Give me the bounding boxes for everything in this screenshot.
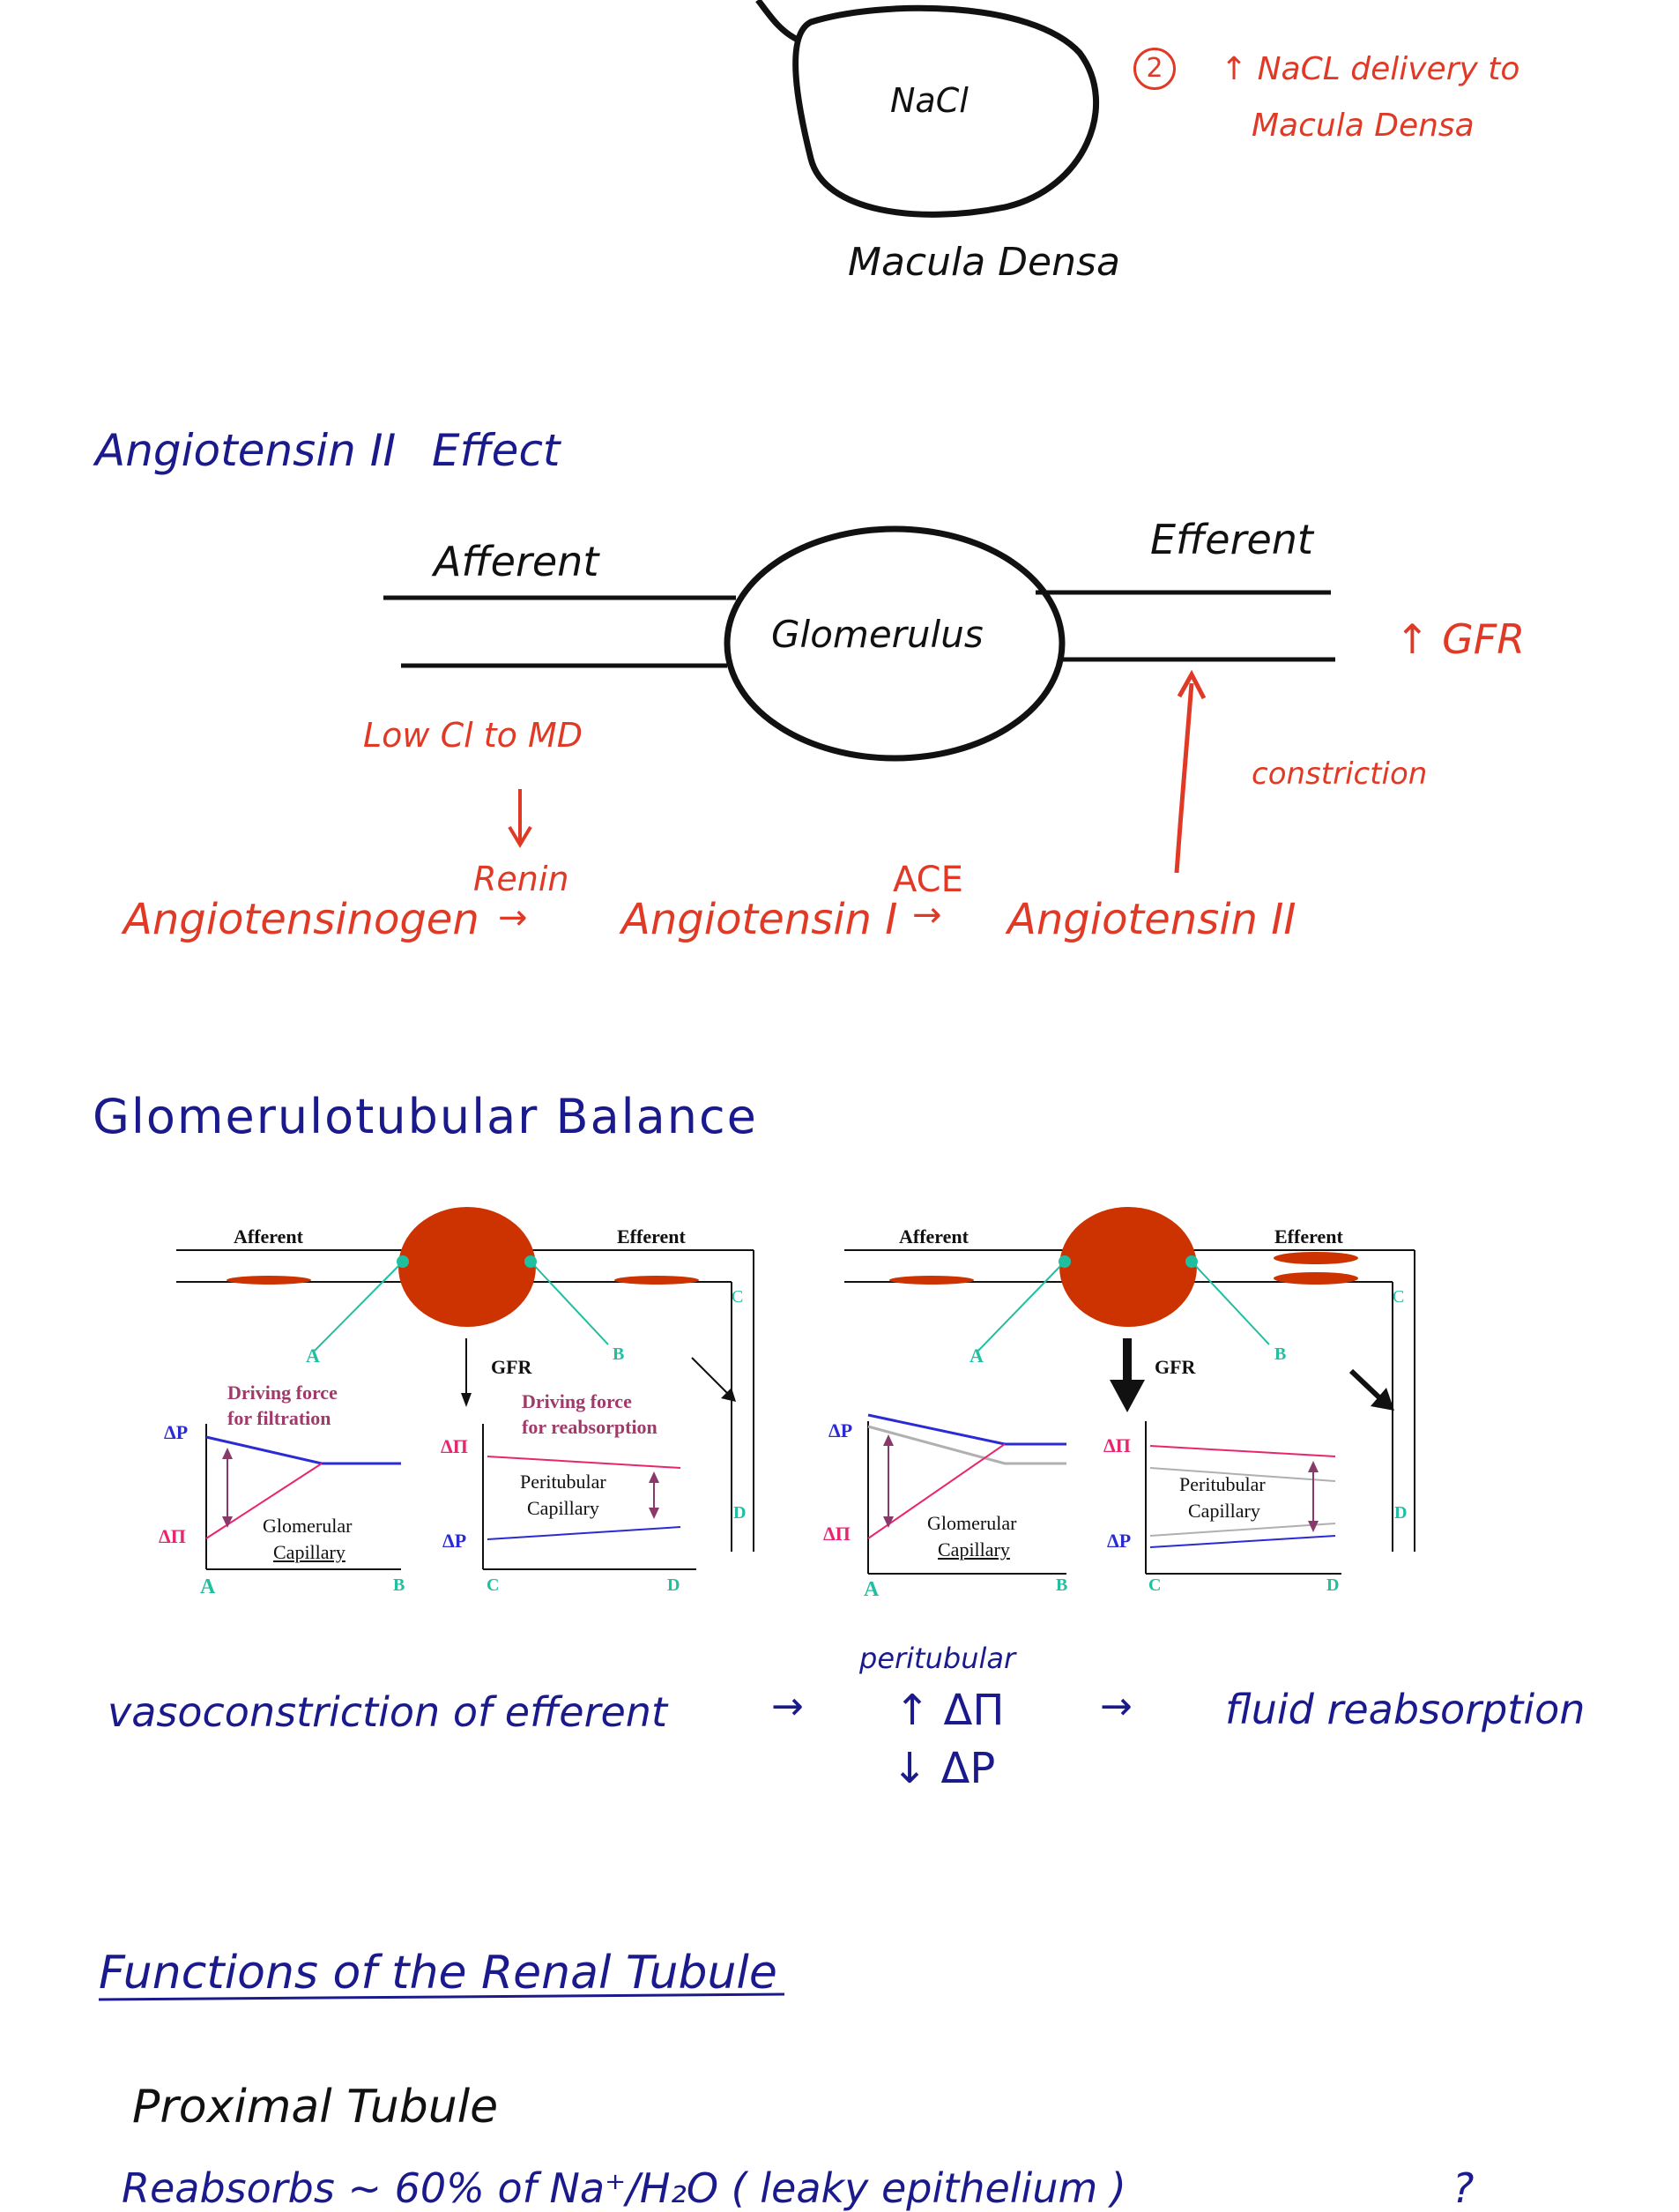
p1-afferent: Afferent [234,1225,303,1248]
p2-axis-d: D [1326,1575,1340,1595]
effect-heading: Effect [432,425,561,476]
renal-heading: Functions of the Renal Tubule [99,1947,777,2000]
constriction-label: constriction [1252,756,1428,792]
gfr-increase-label: ↑ GFR [1395,615,1526,663]
p1-label-c-top: C [732,1287,744,1307]
p2-label-d-top: D [1394,1503,1408,1523]
p1-gfr: GFR [491,1356,532,1378]
constriction-arrow [1174,682,1194,874]
ace-label: ACE [893,860,963,900]
p1-dp-right: ΔP [442,1530,467,1552]
angiotensinogen-label: Angiotensinogen [123,895,479,944]
p1-axis-d: D [667,1575,680,1595]
conclusion-arrow-2: → [1100,1684,1133,1729]
macula-densa-label: Macula Densa [848,240,1120,285]
panel-2 [844,1207,1415,1575]
efferent-label: Efferent [1150,516,1313,563]
low-cl-label: Low Cl to MD [363,716,583,755]
p1-label-d-top: D [733,1503,747,1523]
constricted-efferent-top [1274,1252,1358,1264]
renin-arrow: → [498,897,528,938]
p2-dpi-right: ΔΠ [1103,1434,1131,1456]
glomerulus-circle [724,525,1066,762]
p1-dpi-left: ΔΠ [159,1525,186,1547]
p1-peritubular-2: Capillary [527,1497,599,1519]
conclusion-arrow-1: → [771,1684,804,1729]
afferent-narrowing [227,1276,311,1285]
angiotensin-heading: Angiotensin II [95,425,397,476]
p1-glomerular-1: Glomerular [263,1515,353,1537]
efferent-narrowing [614,1276,699,1285]
down-arrow-head [508,825,532,848]
constriction-arrowhead [1177,669,1207,700]
p2-efferent: Efferent [1274,1225,1343,1248]
p2-glomerular-1: Glomerular [927,1512,1017,1534]
p1-drive-filtration-2: for filtration [227,1407,331,1429]
angiotensin-1-label: Angiotensin I [621,895,898,944]
proximal-tubule-label: Proximal Tubule [132,2081,499,2134]
p1-drive-reabsorption-2: for reabsorption [522,1416,657,1438]
afferent-label: Afferent [434,538,599,585]
p2-label-b-top: B [1274,1344,1287,1364]
glomerulus-label: Glomerulus [771,613,984,656]
p2-afferent: Afferent [899,1225,969,1248]
note-number: 2 [1133,48,1176,90]
p1-drive-filtration-1: Driving force [227,1382,338,1404]
end-mark: ? [1452,2164,1475,2212]
p1-axis-b: B [393,1575,405,1595]
p1-axis-a: A [200,1575,216,1598]
renin-label: Renin [473,860,569,898]
panel-1 [176,1207,754,1570]
p2-glomerular-2: Capillary [938,1538,1010,1560]
p2-label-c-top: C [1393,1287,1405,1307]
macula-densa-circle [792,4,1100,218]
tubule-line [755,0,799,43]
p1-dpi-right: ΔΠ [441,1435,468,1457]
nacl-delivery-note: ↑ NaCL delivery to [1221,51,1520,87]
ace-arrow: → [912,895,942,935]
p1-peritubular-1: Peritubular [520,1471,606,1493]
p2-dpi-left: ΔΠ [823,1523,851,1545]
p1-drive-reabsorption-1: Driving force [522,1390,632,1412]
vaso-efferent-text: vasoconstriction of efferent [108,1688,667,1736]
peritubular-label: peritubular [859,1642,1016,1675]
decrease-dp-label: ↓ ΔP [892,1744,996,1793]
renal-heading-underline [98,1992,785,2001]
p2-dp-left: ΔP [828,1419,853,1441]
p1-dp-left: ΔP [164,1421,189,1443]
p1-label-a-top: A [306,1344,320,1367]
p1-label-b-top: B [613,1344,625,1364]
reabsorbs-line: Reabsorbs ~ 60% of Na⁺/H₂O ( leaky epith… [122,2164,1126,2212]
p2-peritubular-1: Peritubular [1179,1473,1266,1495]
p2-axis-b: B [1056,1575,1068,1595]
angiotensin-2-label: Angiotensin II [1007,895,1296,944]
p1-glomerular-2: Capillary [273,1541,345,1563]
p2-dp-right: ΔP [1107,1530,1132,1552]
p2-label-a-top: A [970,1344,984,1367]
p2-axis-a: A [864,1578,880,1601]
glomerulus-ball [398,1207,536,1327]
p2-axis-c: C [1148,1575,1162,1595]
gt-balance-heading: Glomerulotubular Balance [93,1089,758,1144]
nacl-delivery-note-2: Macula Densa [1252,108,1475,144]
increase-dpi-label: ↑ ΔΠ [895,1686,1005,1735]
p1-axis-c: C [487,1575,500,1595]
p1-efferent: Efferent [617,1225,686,1248]
nacl-label: NaCl [890,81,969,120]
fluid-reabsorption-text: fluid reabsorption [1225,1686,1586,1733]
p2-gfr: GFR [1155,1356,1196,1378]
p2-peritubular-2: Capillary [1188,1500,1260,1522]
constricted-efferent-bottom [1274,1272,1358,1285]
